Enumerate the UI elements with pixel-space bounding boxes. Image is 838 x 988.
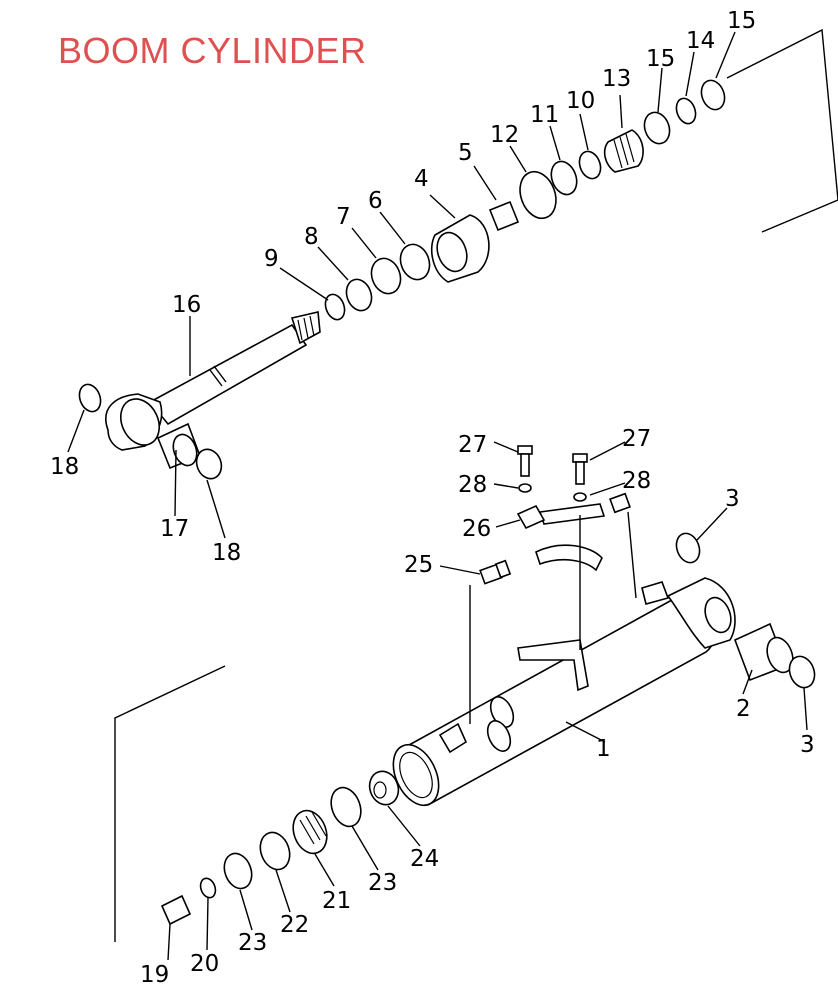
callout-11: 11: [530, 102, 559, 128]
callout-2: 2: [736, 696, 751, 722]
callout-23: 23: [368, 870, 397, 896]
ring-11: [550, 160, 578, 196]
callout-8: 8: [304, 224, 319, 250]
bolt-27-right: [572, 453, 588, 485]
ring-23-left: [223, 852, 253, 890]
callout-3: 3: [725, 486, 740, 512]
washer-28-left: [518, 483, 532, 493]
ring-15-right: [700, 79, 726, 111]
ring-22: [259, 831, 291, 871]
washer-28-right: [573, 492, 587, 502]
callout-13: 13: [602, 66, 631, 92]
callout-6: 6: [368, 188, 383, 214]
leader-lines: [67, 31, 808, 961]
ring-10: [578, 150, 602, 180]
callout-22: 22: [280, 912, 309, 938]
snap-ring-9: [324, 293, 346, 321]
callout-15: 15: [727, 8, 756, 34]
callout-25: 25: [404, 552, 433, 578]
piston-rod: [105, 311, 321, 451]
ring-8: [345, 278, 373, 312]
seal-7: [370, 257, 402, 295]
callout-27: 27: [458, 432, 487, 458]
dust-seal-18-right: [195, 448, 223, 480]
bushing-5: [488, 200, 520, 232]
hydraulic-piping: [438, 492, 670, 754]
callout-24: 24: [410, 846, 439, 872]
dust-seal-3-lower: [788, 655, 816, 689]
callout-4: 4: [414, 166, 429, 192]
callout-28: 28: [622, 468, 651, 494]
o-ring-12: [519, 170, 557, 220]
callout-27: 27: [622, 426, 651, 452]
clamp-26: [516, 504, 546, 530]
callout-9: 9: [264, 246, 279, 272]
upper-assembly-frame: [726, 28, 838, 233]
callout-3: 3: [800, 732, 815, 758]
callout-19: 19: [140, 962, 169, 988]
callout-18: 18: [50, 454, 79, 480]
bushing-2: [733, 622, 794, 682]
callout-28: 28: [458, 472, 487, 498]
callout-5: 5: [458, 140, 473, 166]
bearing-6: [399, 243, 431, 281]
callout-10: 10: [566, 88, 595, 114]
bushing-17: [156, 422, 202, 470]
callout-1: 1: [596, 736, 611, 762]
bushing-19: [160, 894, 192, 926]
dust-seal-18-left: [78, 383, 102, 413]
bolt-27-left: [517, 445, 533, 477]
diagram-title: BOOM CYLINDER: [58, 30, 367, 71]
callout-26: 26: [462, 516, 491, 542]
ring-23-right: [330, 786, 362, 828]
piston-21: [292, 809, 328, 855]
callout-12: 12: [490, 122, 519, 148]
ring-14: [675, 97, 697, 125]
callout-23: 23: [238, 930, 267, 956]
callout-14: 14: [686, 28, 715, 54]
cylinder-tube: [392, 577, 736, 807]
dust-seal-3-upper: [675, 532, 701, 564]
callout-20: 20: [190, 951, 219, 977]
ring-20: [199, 877, 217, 899]
callout-21: 21: [322, 888, 351, 914]
ring-15-left: [643, 111, 671, 145]
nut-24: [368, 770, 400, 806]
cylinder-head-4: [431, 214, 490, 283]
callout-18: 18: [212, 540, 241, 566]
callout-7: 7: [336, 204, 351, 230]
callout-17: 17: [160, 516, 189, 542]
lower-assembly-frame: [114, 665, 226, 942]
callout-15: 15: [646, 46, 675, 72]
callout-16: 16: [172, 292, 201, 318]
piston-13: [603, 129, 644, 173]
